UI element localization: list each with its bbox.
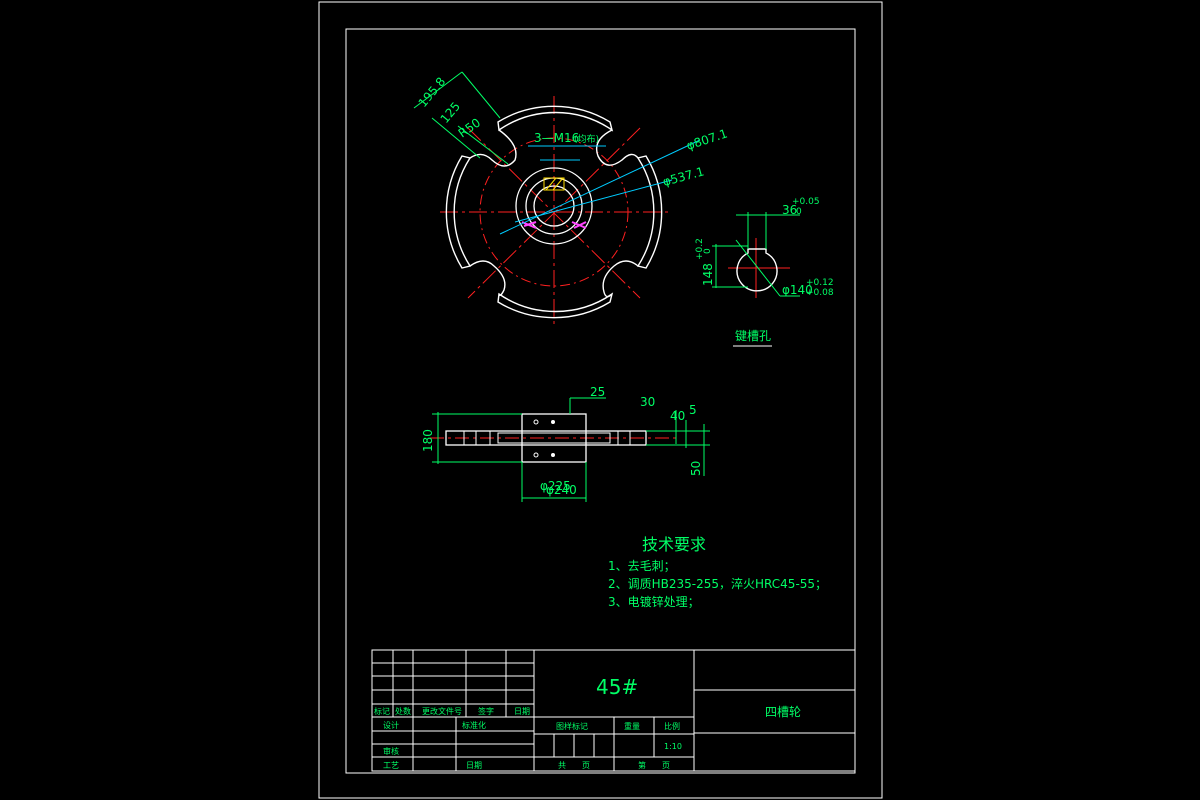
leader-phi807 (499, 139, 701, 235)
tb-weight: 重量 (624, 721, 640, 731)
detail-dim-width-tol-inf: 0 (796, 207, 802, 217)
side-dim-50: 50 (689, 461, 703, 476)
keyway-hatch-line (552, 177, 564, 191)
title-block (371, 649, 856, 772)
tech-req-item: 3、电镀锌处理； (608, 595, 700, 609)
tech-req-item: 1、去毛刺； (608, 559, 676, 573)
tb-date2: 日期 (466, 761, 482, 770)
side-dim-5: 5 (689, 403, 697, 417)
dim-phi537: φ537.1 (661, 164, 705, 188)
thread-hole-hatch (571, 221, 587, 229)
outer-frame (318, 1, 883, 799)
detail-dia-leader (735, 239, 781, 297)
side-dim-180-text: 180 (421, 429, 435, 452)
side-dim-phi-b: φ240 (546, 483, 577, 497)
dim-line-195 (413, 71, 463, 109)
detail-dim-dia-tol-sup: +0.12 (806, 278, 834, 288)
inner-frame (345, 28, 856, 774)
detail-dim-width: 36 (782, 203, 797, 217)
side-bore (497, 432, 611, 444)
detail-dim-dia-tol-inf: +0.08 (806, 288, 834, 298)
dim-thread: 3—M16 (534, 131, 579, 145)
detail-dim-height: 148 (701, 263, 715, 286)
tb-mark: 标记 (374, 706, 390, 716)
side-hub (521, 413, 587, 463)
detail-dim-dia: φ140 (782, 283, 813, 297)
side-dim-30: 30 (640, 395, 655, 409)
tb-page2: 页 (662, 761, 670, 770)
keyway-hatch-line (545, 177, 557, 191)
tb-review: 审核 (383, 746, 399, 756)
tech-req-title: 技术要求 (642, 535, 706, 554)
side-dim-40: 40 (670, 409, 685, 423)
center-line-d2 (467, 127, 641, 299)
side-dim-hub-w: 25 (590, 385, 605, 399)
tb-change-doc: 更改文件号 (422, 706, 462, 716)
leader-phi537 (514, 179, 673, 223)
tb-page: 页 (582, 761, 590, 770)
tb-design: 设计 (383, 720, 399, 730)
dim-r50: R50 (456, 115, 483, 140)
tb-date: 日期 (514, 707, 530, 716)
tb-scale-value: 1:10 (664, 742, 682, 751)
dim-line-125 (431, 117, 481, 159)
side-hole (533, 452, 539, 458)
slot-outline (469, 129, 639, 298)
tech-requirements: 技术要求 1、去毛刺； 2、调质HB235-255，淬火HRC45-55； 3、… (608, 535, 827, 609)
tb-count: 处数 (395, 706, 411, 716)
keyway-hatch (543, 177, 565, 191)
dim-195-8: 195.8 (416, 75, 449, 110)
tb-total: 共 (558, 761, 566, 770)
tb-stage-mark: 图样标记 (556, 721, 588, 731)
tb-sheet: 第 (638, 760, 646, 770)
side-view: 25 30 40 5 180 50 φ225 φ240 (421, 385, 710, 502)
tb-scale: 比例 (664, 721, 680, 731)
dim-line-r50 (457, 125, 509, 165)
drawing-title: 四槽轮 (765, 705, 801, 719)
dim-line-195b (461, 71, 501, 119)
tb-signature: 签字 (478, 706, 494, 716)
keyway-hole-outline (736, 248, 778, 292)
detail-dim-height-tol-sup: +0.2 (695, 238, 705, 260)
dim-phi807: φ807.1 (685, 126, 730, 152)
side-hole (533, 419, 539, 425)
tech-req-item: 2、调质HB235-255，淬火HRC45-55； (608, 576, 827, 591)
hub-outer-circle (515, 167, 593, 245)
tb-process: 工艺 (383, 761, 399, 770)
detail-label: 键槽孔 (735, 329, 771, 343)
material: 45# (596, 675, 638, 699)
tb-standardize: 标准化 (462, 720, 486, 730)
side-hole (551, 453, 555, 457)
pitch-circle (479, 137, 629, 287)
front-view: 195.8 125 R50 3—M16 (均布) φ807.1 φ537.1 (413, 71, 730, 326)
dim-thread-note: (均布) (574, 133, 599, 145)
dim-125: 125 (438, 99, 463, 126)
side-dim-phi-a: φ225 (540, 479, 571, 493)
detail-dim-height-tol-inf: 0 (703, 248, 713, 254)
detail-view: 36 +0.05 0 148 +0.2 0 φ140 +0.12 +0.08 键… (695, 197, 834, 347)
title-block-text: 45# 四槽轮 标记 处数 更改文件号 签字 日期 设计 标准化 图样标记 重量… (374, 675, 801, 770)
detail-dim-width-tol-sup: +0.05 (792, 197, 820, 207)
side-disc (445, 430, 647, 446)
side-hole (551, 420, 555, 424)
